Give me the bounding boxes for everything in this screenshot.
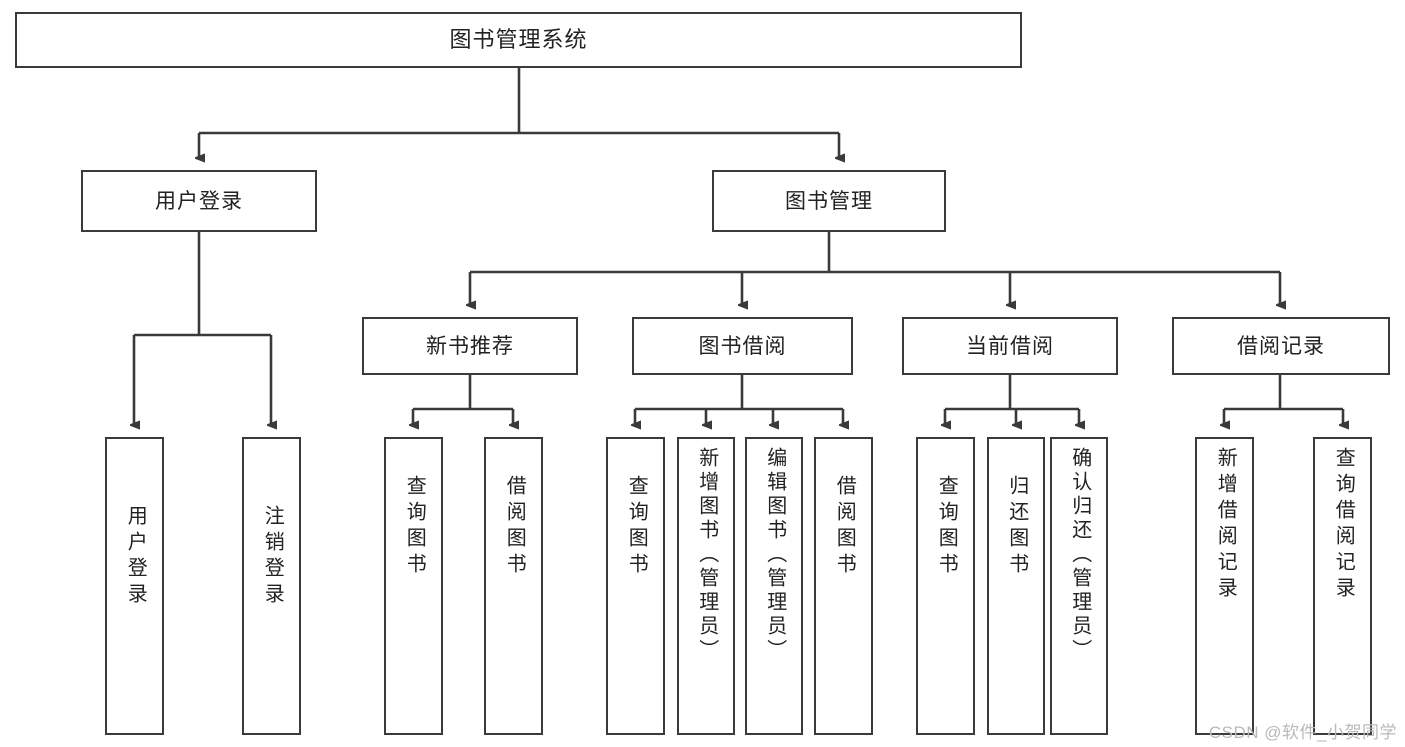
node-label: 查询图书: [403, 475, 426, 579]
node-label: 图书管理系统: [449, 27, 588, 52]
node-label: 新增借阅记录: [1214, 447, 1237, 603]
node-label: 编辑图书（管理员）: [763, 447, 786, 663]
node-label: 新书推荐: [426, 334, 514, 358]
node-label: 查询图书: [625, 475, 648, 579]
leaf-return-book[interactable]: 归还图书: [987, 437, 1045, 735]
leaf-logout-login[interactable]: 注销登录: [242, 437, 301, 735]
leaf-query-book-current[interactable]: 查询图书: [916, 437, 975, 735]
node-label: 注销登录: [261, 505, 284, 609]
node-new-book-recommend[interactable]: 新书推荐: [362, 317, 578, 375]
node-label: 确认归还（管理员）: [1068, 447, 1091, 663]
leaf-query-book-recommend[interactable]: 查询图书: [384, 437, 443, 735]
leaf-edit-book[interactable]: 编辑图书（管理员）: [745, 437, 803, 735]
node-label: 借阅图书: [833, 475, 856, 579]
node-user-login[interactable]: 用户登录: [81, 170, 317, 232]
node-label: 用户登录: [155, 189, 243, 213]
node-book-borrow[interactable]: 图书借阅: [632, 317, 853, 375]
node-root-book-management-system[interactable]: 图书管理系统: [15, 12, 1022, 68]
node-current-borrow[interactable]: 当前借阅: [902, 317, 1118, 375]
leaf-add-book[interactable]: 新增图书（管理员）: [677, 437, 735, 735]
node-label: 图书管理: [785, 189, 873, 213]
node-label: 归还图书: [1005, 475, 1028, 579]
node-label: 借阅图书: [503, 475, 526, 579]
node-label: 借阅记录: [1237, 334, 1325, 358]
leaf-user-login[interactable]: 用户登录: [105, 437, 164, 735]
node-book-management[interactable]: 图书管理: [712, 170, 946, 232]
node-label: 用户登录: [124, 505, 147, 609]
node-label: 查询借阅记录: [1332, 447, 1355, 603]
node-label: 当前借阅: [966, 334, 1054, 358]
node-label: 查询图书: [935, 475, 958, 579]
leaf-add-borrow-record[interactable]: 新增借阅记录: [1195, 437, 1254, 735]
leaf-query-book-borrow[interactable]: 查询图书: [606, 437, 665, 735]
leaf-query-borrow-record[interactable]: 查询借阅记录: [1313, 437, 1372, 735]
leaf-borrow-book[interactable]: 借阅图书: [814, 437, 873, 735]
node-label: 图书借阅: [698, 334, 787, 358]
node-label: 新增图书（管理员）: [695, 447, 718, 663]
node-borrow-record[interactable]: 借阅记录: [1172, 317, 1390, 375]
leaf-borrow-book-recommend[interactable]: 借阅图书: [484, 437, 543, 735]
leaf-confirm-return[interactable]: 确认归还（管理员）: [1050, 437, 1108, 735]
